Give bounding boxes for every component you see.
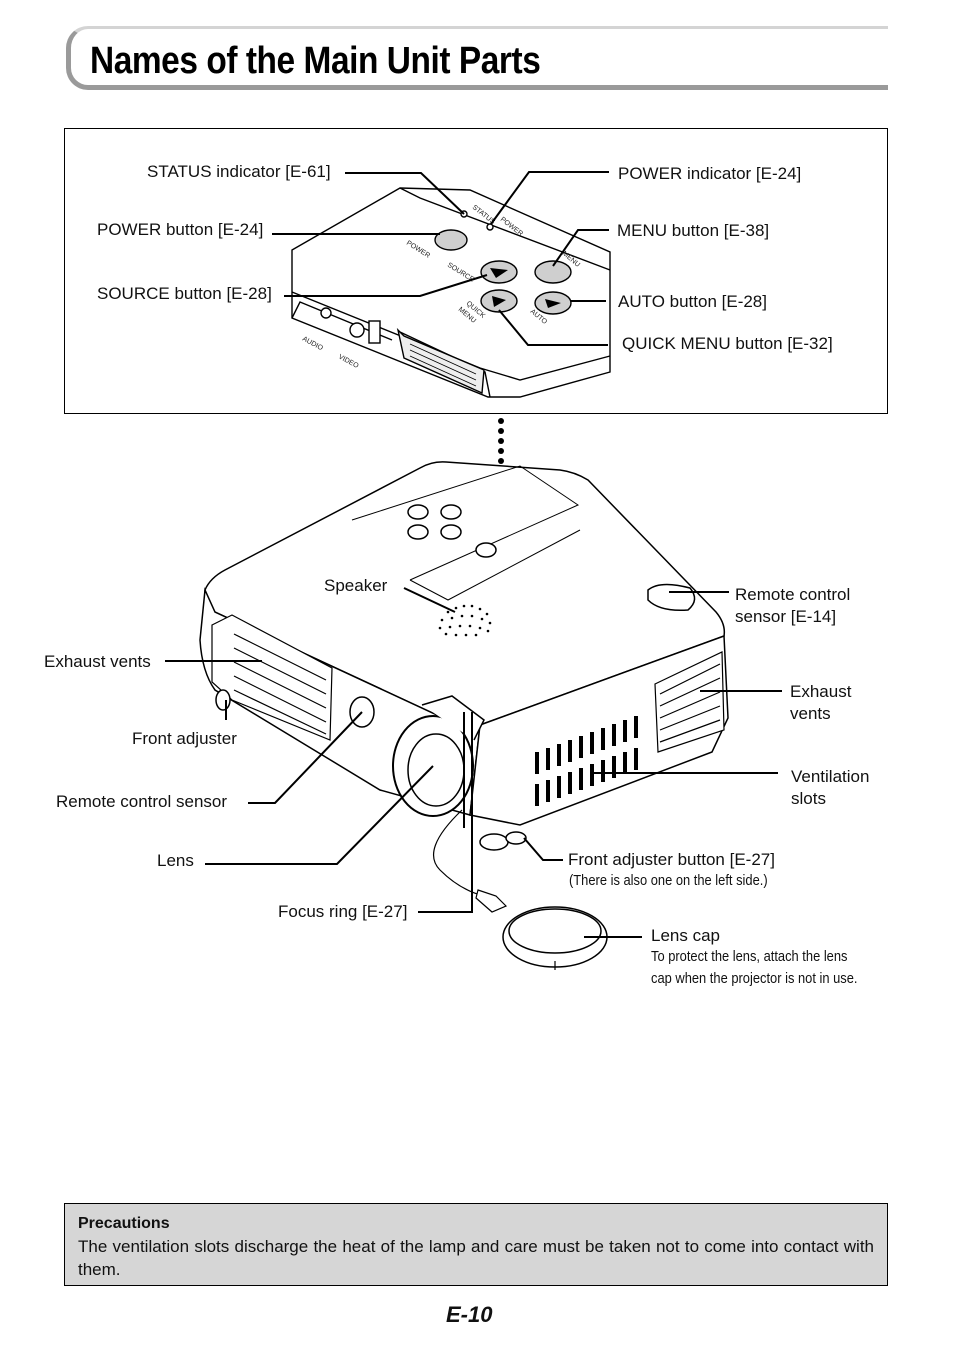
marking-audio: AUDIO	[301, 336, 324, 353]
precautions-title: Precautions	[78, 1215, 170, 1232]
main-leader-lines	[165, 587, 782, 938]
page-number: E-10	[446, 1302, 493, 1327]
label-speaker: Speaker	[324, 576, 388, 595]
inset-leader-lines	[272, 171, 609, 346]
label-lens-cap: Lens cap	[651, 926, 720, 945]
label-quick-menu-button: QUICK MENU button [E-32]	[622, 334, 833, 353]
label-exhaust-vents-right: Exhaust vents	[790, 682, 852, 723]
control-panel-inset	[64, 128, 888, 414]
note-front-adjuster: (There is also one on the left side.)	[569, 872, 768, 889]
label-front-adjuster-button: Front adjuster button [E-27]	[568, 850, 775, 869]
label-auto-button: AUTO button [E-28]	[618, 292, 767, 311]
label-source-button: SOURCE button [E-28]	[97, 284, 272, 303]
title-frame	[66, 26, 888, 90]
label-lens: Lens	[157, 851, 194, 870]
label-front-adjuster: Front adjuster	[132, 729, 237, 748]
label-ventilation-slots: Ventilation slots	[791, 767, 870, 808]
label-remote-sensor-front: Remote control sensor	[56, 792, 228, 811]
label-power-button: POWER button [E-24]	[97, 220, 264, 239]
lens-cap-drawing	[432, 809, 608, 970]
speaker-grille	[438, 604, 492, 637]
precautions-box: Precautions The ventilation slots discha…	[64, 1203, 888, 1286]
label-power-indicator: POWER indicator [E-24]	[618, 164, 802, 183]
ventilation-slot-bars	[535, 716, 638, 806]
label-focus-ring: Focus ring [E-27]	[278, 902, 408, 921]
label-remote-sensor-top: Remote control sensor [E-14]	[735, 585, 851, 626]
note-lens-cap-2: cap when the projector is not in use.	[651, 970, 858, 987]
note-lens-cap-1: To protect the lens, attach the lens	[651, 948, 848, 965]
page-title: Names of the Main Unit Parts	[90, 40, 541, 82]
inset-arrow-glyphs	[490, 268, 561, 308]
precautions-body: The ventilation slots discharge the heat…	[78, 1237, 874, 1279]
label-status-indicator: STATUS indicator [E-61]	[147, 162, 331, 181]
projector-body	[199, 461, 729, 851]
inset-panel-drawing	[291, 187, 611, 398]
marking-video: VIDEO	[337, 354, 360, 371]
label-exhaust-vents-left: Exhaust vents	[44, 652, 151, 671]
label-menu-button: MENU button [E-38]	[617, 221, 770, 240]
